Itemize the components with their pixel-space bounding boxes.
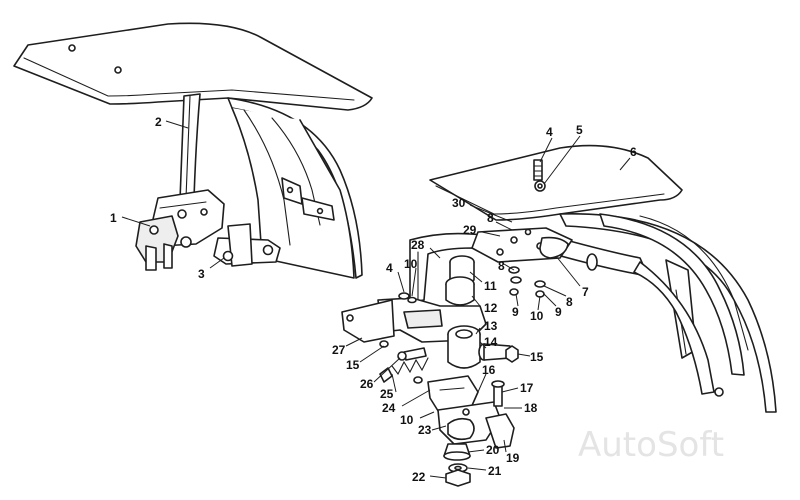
callout-9-right: 9: [555, 305, 562, 319]
bolt-4-top: [533, 159, 543, 181]
callout-8-upper: 8: [487, 211, 494, 225]
callout-7: 7: [582, 285, 589, 299]
callout-14: 14: [484, 335, 498, 349]
callout-6: 6: [630, 145, 637, 159]
callout-30: 30: [452, 196, 466, 210]
leader-lines: [121, 120, 631, 479]
callout-23: 23: [418, 423, 432, 437]
callout-10-lower: 10: [400, 413, 414, 427]
callout-1: 1: [110, 211, 117, 225]
watermark: AutoSoft: [578, 425, 724, 465]
callout-26: 26: [360, 377, 374, 391]
callout-28: 28: [411, 238, 425, 252]
callout-20: 20: [486, 443, 500, 457]
callout-8-right: 8: [566, 295, 573, 309]
callout-22: 22: [412, 470, 426, 484]
callout-27: 27: [332, 343, 346, 357]
callout-4-top: 4: [546, 125, 553, 139]
callout-9-left: 9: [512, 305, 519, 319]
callout-18: 18: [524, 401, 538, 415]
callout-12: 12: [484, 301, 498, 315]
support-tube-2: [179, 93, 201, 201]
left-fender: [13, 22, 373, 279]
bolt-17: [491, 380, 505, 407]
callout-11: 11: [484, 279, 497, 293]
callout-5: 5: [576, 123, 583, 137]
callout-24: 24: [382, 401, 396, 415]
callout-10-right: 10: [530, 309, 544, 323]
support-frame-28: [409, 227, 573, 303]
pin-14: [478, 343, 511, 361]
callout-3: 3: [198, 267, 205, 281]
callout-25: 25: [380, 387, 394, 401]
callout-2: 2: [155, 115, 162, 129]
callouts: 1 2 3 4 5 6 30 8 29 28 4 10 11 8 7 8 9 1…: [110, 115, 637, 484]
callout-15-right: 15: [530, 350, 544, 364]
callout-16: 16: [482, 363, 496, 377]
callout-13: 13: [484, 319, 498, 333]
nut-22: [445, 469, 471, 487]
callout-21: 21: [488, 464, 502, 478]
bushing-12: [445, 276, 475, 306]
bracket-19: [485, 413, 515, 449]
callout-10-upper: 10: [404, 257, 418, 271]
hinge-bracket-3: [213, 223, 281, 267]
callout-4-left: 4: [386, 261, 393, 275]
nut-15-right: [505, 345, 519, 363]
bolt-26: [397, 347, 427, 361]
callout-29: 29: [463, 223, 477, 237]
callout-8-mid: 8: [498, 259, 505, 273]
knob-20: [443, 443, 471, 461]
clamp-assembly-1: [135, 189, 225, 271]
spring-25: [379, 357, 429, 383]
callout-15-left: 15: [346, 358, 360, 372]
small-hardware: [379, 266, 546, 384]
callout-17: 17: [520, 381, 534, 395]
bushing-13: [447, 325, 481, 369]
callout-19: 19: [506, 451, 520, 465]
